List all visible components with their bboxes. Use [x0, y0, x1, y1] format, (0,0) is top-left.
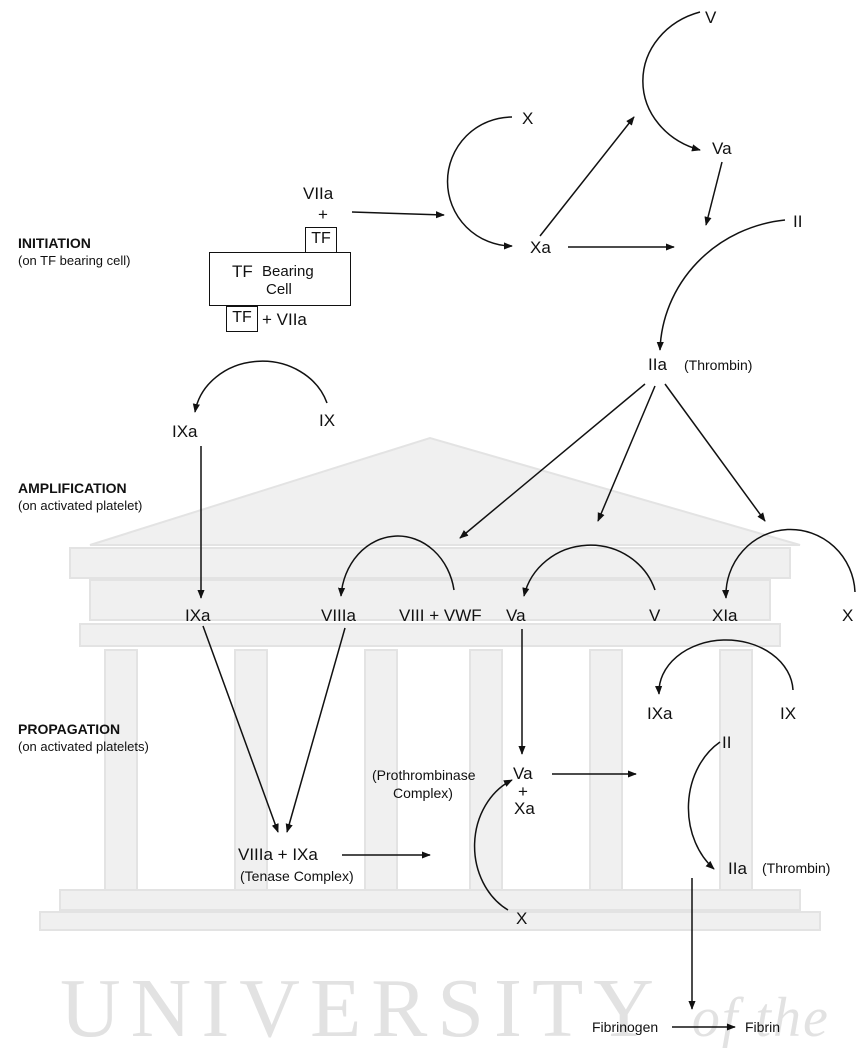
label-ii-propagation: II: [722, 734, 731, 751]
stage-title-amplification: AMPLIFICATION: [18, 481, 127, 495]
label-v-top: V: [705, 9, 716, 26]
tf-box-bottom: TF: [226, 306, 258, 332]
label-x-bottom: X: [516, 910, 527, 927]
label-thrombin-top: (Thrombin): [684, 358, 752, 372]
stage-title-propagation: PROPAGATION: [18, 722, 120, 736]
label-iia-propagation: IIa: [728, 860, 747, 877]
arrow-va-to-ii: [706, 162, 722, 225]
label-thrombin-propagation: (Thrombin): [762, 861, 830, 875]
label-ixa-initiation: IXa: [172, 423, 198, 440]
label-xia: XIa: [712, 607, 738, 624]
label-ixa-propagation: IXa: [647, 705, 673, 722]
label-va-top: Va: [712, 140, 732, 157]
stage-subtitle-initiation: (on TF bearing cell): [18, 254, 130, 267]
arrow-ixa-to-tenase: [203, 626, 278, 832]
label-tenase-subtitle: (Tenase Complex): [240, 869, 354, 883]
label-viia-top: VIIa: [303, 185, 333, 202]
label-xa-top: Xa: [530, 239, 551, 256]
label-xa-propagation: Xa: [514, 800, 535, 817]
arc-ix-to-ixa: [195, 361, 327, 412]
cell-label-cell: Cell: [266, 282, 292, 297]
label-prothrombinase-line2: Complex): [393, 786, 453, 800]
label-va-propagation: Va: [513, 765, 533, 782]
label-x-amplification: X: [842, 607, 853, 624]
stage-subtitle-amplification: (on activated platelet): [18, 499, 142, 512]
arc-v-to-va-amp: [524, 545, 655, 596]
label-x-top: X: [522, 110, 533, 127]
cell-label-bearing: Bearing: [262, 264, 314, 279]
stage-subtitle-propagation: (on activated platelets): [18, 740, 149, 753]
label-ix-propagation: IX: [780, 705, 796, 722]
label-v-amplification: V: [649, 607, 660, 624]
label-iia-top: IIa: [648, 356, 667, 373]
label-ii-top: II: [793, 213, 802, 230]
tf-box-top: TF: [305, 227, 337, 253]
arc-viii-to-viiia: [341, 536, 454, 596]
stage-title-initiation: INITIATION: [18, 236, 91, 250]
arrow-xa-to-v: [540, 117, 634, 236]
cell-label-tf: TF: [232, 263, 253, 280]
arc-x-to-xa-bottom: [475, 780, 512, 910]
arrow-iia-to-xi: [665, 384, 765, 521]
arc-v-to-va: [643, 12, 700, 150]
label-fibrin: Fibrin: [745, 1020, 780, 1034]
arrow-iia-to-v: [598, 386, 655, 521]
label-va-amplification: Va: [506, 607, 526, 624]
arc-ix-to-ixa-prop: [659, 640, 793, 694]
label-ixa-amplification: IXa: [185, 607, 211, 624]
arc-ii-to-iia-bottom: [688, 742, 720, 869]
label-ix-initiation: IX: [319, 412, 335, 429]
label-prothrombinase-line1: (Prothrombinase: [372, 768, 476, 782]
label-plus-top: +: [318, 206, 328, 223]
arrow-viiia-to-tenase: [287, 628, 345, 832]
arc-x-to-xia: [726, 529, 855, 598]
label-viiia: VIIIa: [321, 607, 356, 624]
arrow-viia-to-x: [352, 212, 444, 215]
label-fibrinogen: Fibrinogen: [592, 1020, 658, 1034]
label-tenase-complex: VIIIa + IXa: [238, 846, 318, 863]
label-viii-vwf: VIII + VWF: [399, 607, 482, 624]
arc-x-to-xa: [448, 117, 512, 246]
arc-ii-to-iia: [660, 220, 785, 350]
arrow-iia-to-viii: [460, 384, 645, 538]
label-plus-propagation: +: [518, 783, 528, 800]
label-viia-bottom: + VIIa: [262, 311, 307, 328]
